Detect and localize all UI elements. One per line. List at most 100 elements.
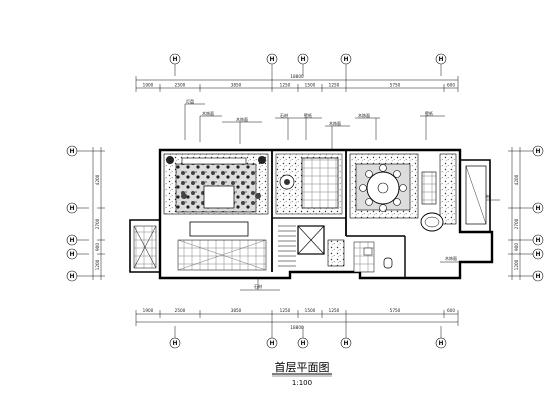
grid-bubble-top-2: H	[266, 53, 278, 76]
top-annotation-5: 壁纸	[304, 112, 312, 118]
svg-text:H: H	[172, 56, 177, 63]
svg-text:H: H	[438, 340, 443, 347]
grid-bubble-right-4: H	[516, 248, 544, 260]
bottom-dimension-chain	[135, 310, 459, 326]
grid-bubble-right-1: H	[524, 145, 544, 157]
bottom-annotation-1: 石材	[254, 283, 262, 289]
svg-text:H: H	[269, 340, 274, 347]
bottom-grid-bubbles: H H H H H	[169, 326, 447, 349]
elevator-stair-core	[278, 225, 345, 267]
svg-text:H: H	[69, 205, 74, 212]
bottom-dimension-values: 1900 2500 3850 1250 1500 1250 5750 600	[143, 308, 456, 313]
grid-bubble-left-2: H	[66, 202, 89, 214]
center-hall	[275, 153, 343, 215]
grid-bubble-left-1: H	[66, 145, 89, 157]
top-dim-6: 1250	[329, 83, 340, 88]
grid-bubble-top-1: H	[169, 53, 181, 76]
grid-bubble-top-5: H	[435, 53, 447, 76]
dining-table-centerpiece	[377, 182, 389, 194]
svg-text:H: H	[172, 340, 177, 347]
top-dimension-values: 1900 2500 3850 1250 1500 1250 5750 600	[143, 83, 456, 88]
svg-text:H: H	[343, 340, 348, 347]
svg-text:H: H	[535, 237, 540, 244]
svg-text:H: H	[535, 205, 540, 212]
grid-bubble-left-5: H	[66, 270, 89, 282]
svg-text:H: H	[438, 56, 443, 63]
left-dimension-values: 4200 2700 900 1200	[95, 174, 100, 270]
plan-walls	[129, 148, 494, 280]
right-dimension-chain	[508, 147, 524, 280]
right-dim-3: 900	[514, 243, 519, 251]
bottom-dim-7: 5750	[390, 308, 401, 313]
grid-bubble-bottom-2: H	[266, 326, 278, 349]
right-annotation-2: 木饰面	[445, 255, 457, 261]
svg-text:H: H	[343, 56, 348, 63]
cabinet-block	[327, 239, 345, 267]
top-dim-3: 3850	[231, 83, 242, 88]
right-dimension-values: 4200 2700 900 1200	[514, 174, 519, 270]
bottom-total-dimension: 18800	[290, 325, 304, 330]
svg-text:H: H	[300, 56, 305, 63]
bottom-dim-6: 1250	[329, 308, 340, 313]
top-annotation-1: 灯盘	[186, 98, 194, 104]
stair-treads	[278, 225, 296, 267]
svg-text:H: H	[269, 56, 274, 63]
top-dim-2: 2500	[175, 83, 186, 88]
right-dim-4: 1200	[514, 259, 519, 270]
top-annotation-3: 木饰面	[236, 116, 248, 122]
top-annotation-4: 石材	[280, 112, 288, 118]
bottom-dim-8: 600	[447, 308, 455, 313]
vanity	[353, 241, 375, 273]
svg-text:H: H	[69, 237, 74, 244]
grid-bubble-top-3: H	[297, 53, 309, 76]
svg-text:H: H	[69, 251, 74, 258]
grid-bubble-bottom-4: H	[340, 326, 352, 349]
drawing-scale: 1:100	[292, 379, 312, 387]
grid-bubble-right-3: H	[516, 234, 544, 246]
bottom-dim-4: 1250	[280, 308, 291, 313]
svg-text:H: H	[535, 148, 540, 155]
entrance-annex	[133, 225, 157, 269]
grid-bubble-top-4: H	[340, 53, 352, 76]
lamp-decor	[181, 193, 187, 199]
living-room	[163, 153, 269, 271]
top-annotation-labels: 灯盘 木饰面 木饰面 石材 壁纸 木饰面 木饰面 壁纸	[186, 98, 433, 126]
top-annotation-6: 木饰面	[329, 120, 341, 126]
living-floor-diagonals	[177, 239, 267, 271]
left-dim-3: 900	[95, 243, 100, 251]
grid-bubble-right-5: H	[524, 270, 544, 282]
toilet	[383, 257, 393, 269]
svg-text:H: H	[69, 273, 74, 280]
top-annotation-8: 壁纸	[425, 110, 433, 116]
left-dim-1: 4200	[95, 174, 100, 185]
top-dim-4: 1250	[280, 83, 291, 88]
top-annotation-7: 木饰面	[358, 112, 370, 118]
left-grid-bubbles: H H H H H	[66, 145, 89, 282]
bottom-dim-3: 3850	[231, 308, 242, 313]
top-dim-1: 1900	[143, 83, 154, 88]
top-dim-8: 600	[447, 83, 455, 88]
coffee-table	[203, 185, 235, 209]
top-annotation-leaders	[184, 103, 445, 150]
wash-basin	[363, 247, 373, 256]
svg-text:H: H	[535, 273, 540, 280]
dining-room	[349, 153, 457, 225]
sofa	[189, 221, 249, 237]
decor-piece	[284, 179, 290, 185]
drawing-title: 首层平面图	[275, 360, 330, 374]
right-grid-bubbles: H H H H H	[516, 145, 544, 282]
right-dim-2: 2700	[514, 218, 519, 229]
left-dim-2: 2700	[95, 218, 100, 229]
center-grid-floor	[301, 157, 339, 209]
bottom-dim-1: 1900	[143, 308, 154, 313]
grid-bubble-bottom-5: H	[435, 326, 447, 349]
kitchen-counter	[439, 153, 457, 225]
plant-decor	[258, 156, 266, 164]
dining-chairs	[359, 164, 407, 212]
left-dim-4: 1200	[95, 259, 100, 270]
grid-bubble-bottom-1: H	[169, 326, 181, 349]
bathroom	[353, 212, 444, 273]
right-dim-1: 4200	[514, 174, 519, 185]
bathtub-inner	[424, 216, 440, 228]
